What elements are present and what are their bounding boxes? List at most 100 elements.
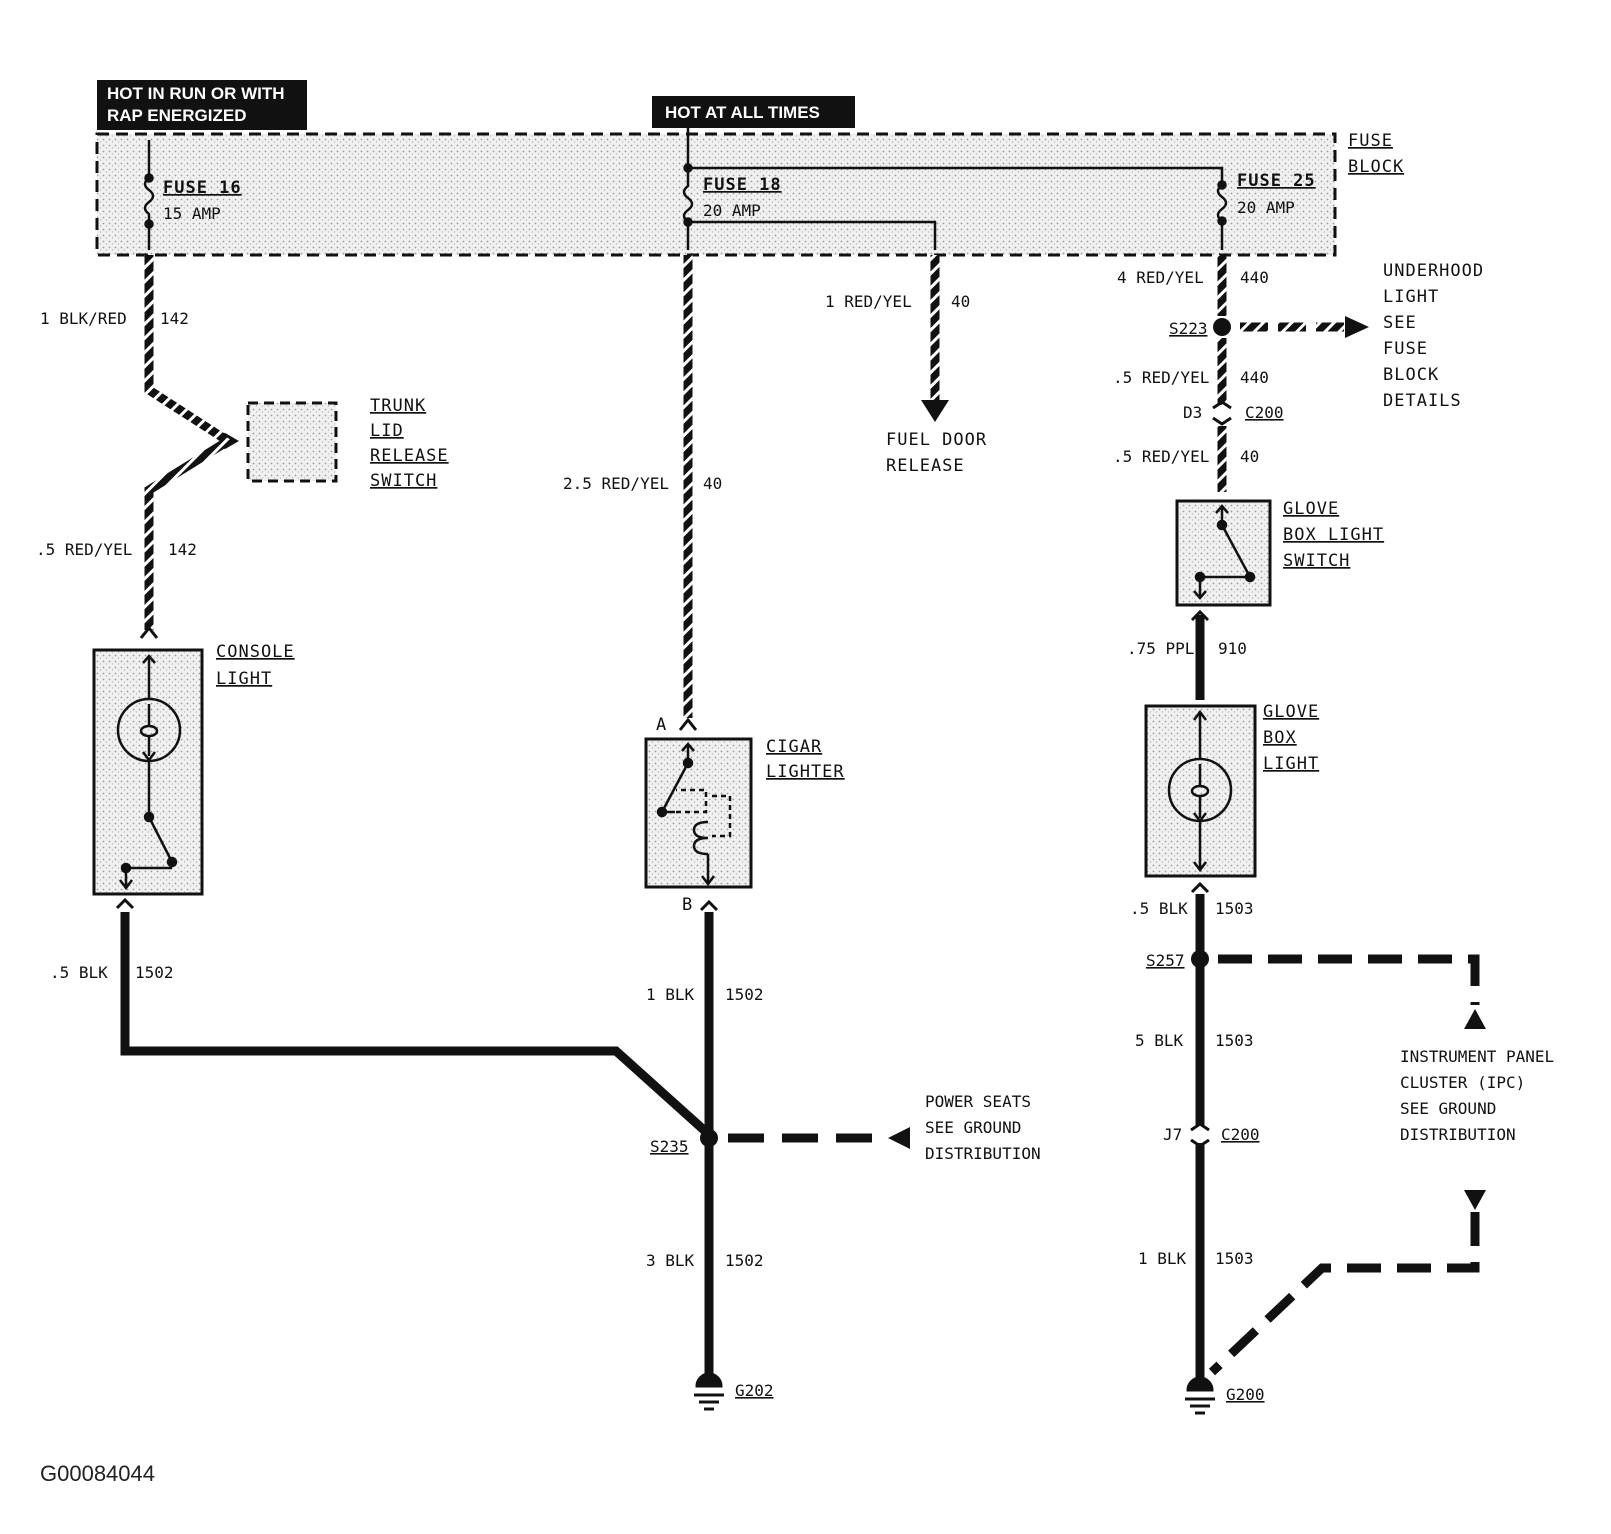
connector-c200-lower-label: C200 xyxy=(1221,1125,1260,1144)
hot-in-run-text: HOT IN RUN OR WITH xyxy=(107,84,285,103)
fuse-25-rating: 20 AMP xyxy=(1237,198,1295,217)
splice-s223 xyxy=(1213,318,1231,336)
fuse-16-name: FUSE 16 xyxy=(163,178,242,198)
fuse-18-fuel-tap xyxy=(688,220,937,250)
glove-box-light-label: BOX xyxy=(1263,728,1297,748)
glove-box-switch-label: SWITCH xyxy=(1283,551,1350,571)
wire-40-glove-circuit: 40 xyxy=(1240,447,1259,466)
wire-1503-b-circuit: 1503 xyxy=(1215,1031,1254,1050)
wire-142-lower-color: .5 RED/YEL xyxy=(36,540,132,559)
cigar-lighter-element xyxy=(656,742,732,887)
wire-1502-ground-color: 3 BLK xyxy=(646,1251,695,1270)
ipc-arrow-lower xyxy=(1464,1190,1486,1210)
underhood-light-label: LIGHT xyxy=(1383,287,1439,307)
connector-c200-upper xyxy=(1212,400,1232,426)
wire-142 xyxy=(144,255,237,630)
ipc-label: DISTRIBUTION xyxy=(1400,1125,1516,1144)
ipc-label: SEE GROUND xyxy=(1400,1099,1496,1118)
console-light-bulb xyxy=(116,654,182,891)
splice-s235-label: S235 xyxy=(650,1137,689,1156)
wire-440-upper-circuit: 440 xyxy=(1240,268,1269,287)
wire-910-connector xyxy=(1190,609,1210,622)
cigar-lighter-label: CIGAR xyxy=(766,737,822,757)
fuel-door-label: RELEASE xyxy=(886,456,965,476)
wire-1502-console-circuit: 1502 xyxy=(135,963,174,982)
wire-142-upper-circuit: 142 xyxy=(160,309,189,328)
fuse-16-symbol xyxy=(143,140,155,250)
cigar-pin-a: A xyxy=(656,715,667,735)
trunk-switch-label: TRUNK xyxy=(370,396,426,416)
fuse-25-name: FUSE 25 xyxy=(1237,171,1316,191)
glove-box-light-label: LIGHT xyxy=(1263,754,1319,774)
wire-1502-console xyxy=(120,912,709,1135)
hot-in-run-text: RAP ENERGIZED xyxy=(107,106,247,125)
splice-s257 xyxy=(1191,950,1209,968)
glove-box-switch-label: BOX LIGHT xyxy=(1283,525,1384,545)
wire-40-fuel-circuit: 40 xyxy=(951,292,970,311)
fuse-block xyxy=(95,132,1337,257)
splice-s235 xyxy=(700,1129,718,1147)
underhood-light-label: DETAILS xyxy=(1383,391,1462,411)
trunk-switch-contact xyxy=(223,432,239,450)
fuse-25-symbol xyxy=(1216,180,1228,250)
trunk-switch-label: RELEASE xyxy=(370,446,449,466)
glove-box-switch-contacts xyxy=(1193,504,1256,600)
wire-1503-a-connector xyxy=(1190,881,1210,894)
hot-at-all-times-text: HOT AT ALL TIMES xyxy=(665,103,820,122)
wire-1502-cigar-circuit: 1502 xyxy=(725,985,764,1004)
ipc-arrow-upper xyxy=(1464,1009,1486,1029)
wire-1503-a-color: .5 BLK xyxy=(1130,899,1188,918)
bus-bar xyxy=(686,128,1224,185)
glove-box-light-label: GLOVE xyxy=(1263,702,1319,722)
ground-g200-symbol xyxy=(1185,1376,1215,1415)
glove-box-switch xyxy=(1175,499,1272,607)
wire-1503-c-circuit: 1503 xyxy=(1215,1249,1254,1268)
fuse-18-name: FUSE 18 xyxy=(703,175,782,195)
cigar-lighter-label: LIGHTER xyxy=(766,762,845,782)
cigar-in-connector xyxy=(678,717,698,731)
wire-40-glove-color: .5 RED/YEL xyxy=(1113,447,1209,466)
connector-c200-upper-label: C200 xyxy=(1245,403,1284,422)
power-seats-label: SEE GROUND xyxy=(925,1118,1021,1137)
ipc-ground-link-lower xyxy=(1208,1212,1480,1376)
wire-440-upper-color: 4 RED/YEL xyxy=(1117,268,1204,287)
ipc-ground-link-upper xyxy=(1218,954,1480,1005)
glove-box-switch-label: GLOVE xyxy=(1283,499,1339,519)
fuse-18-symbol xyxy=(682,163,694,250)
fuel-door-label: FUEL DOOR xyxy=(886,430,987,450)
ipc-label: INSTRUMENT PANEL xyxy=(1400,1047,1554,1066)
connector-c200-lower xyxy=(1190,1122,1210,1148)
console-light-label: CONSOLE xyxy=(216,642,295,662)
fuse-block-label: FUSE xyxy=(1348,131,1393,151)
fuse-18-rating: 20 AMP xyxy=(703,201,761,220)
wire-1503-b-color: 5 BLK xyxy=(1135,1031,1184,1050)
wire-40-cigar-circuit: 40 xyxy=(703,474,722,493)
ground-g202-label: G202 xyxy=(735,1381,774,1400)
console-light-connector xyxy=(139,625,159,639)
wire-142-upper-color: 1 BLK/RED xyxy=(40,309,127,328)
wire-1503-c-color: 1 BLK xyxy=(1138,1249,1187,1268)
wire-1503-a-circuit: 1503 xyxy=(1215,899,1254,918)
ground-g200-label: G200 xyxy=(1226,1385,1265,1404)
trunk-switch-label: LID xyxy=(370,421,404,441)
power-seats-label: DISTRIBUTION xyxy=(925,1144,1041,1163)
underhood-light-label: BLOCK xyxy=(1383,365,1439,385)
splice-s223-label: S223 xyxy=(1169,319,1208,338)
wire-440-lower-circuit: 440 xyxy=(1240,368,1269,387)
figure-id: G00084044 xyxy=(40,1461,155,1486)
wire-910-color: .75 PPL xyxy=(1127,639,1194,658)
ipc-label: CLUSTER (IPC) xyxy=(1400,1073,1525,1092)
splice-s257-label: S257 xyxy=(1146,951,1185,970)
power-seats-arrow xyxy=(888,1127,910,1149)
underhood-light-label: UNDERHOOD xyxy=(1383,261,1484,281)
wire-910-circuit: 910 xyxy=(1218,639,1247,658)
power-seats-label: POWER SEATS xyxy=(925,1092,1031,1111)
hot-in-run-banner xyxy=(97,80,307,130)
underhood-arrow xyxy=(1345,316,1369,338)
wire-142-lower-circuit: 142 xyxy=(168,540,197,559)
console-light-out-connector xyxy=(115,897,135,910)
wire-1502-ground-circuit: 1502 xyxy=(725,1251,764,1270)
trunk-switch-label: SWITCH xyxy=(370,471,437,491)
wire-40-fuel-color: 1 RED/YEL xyxy=(825,292,912,311)
